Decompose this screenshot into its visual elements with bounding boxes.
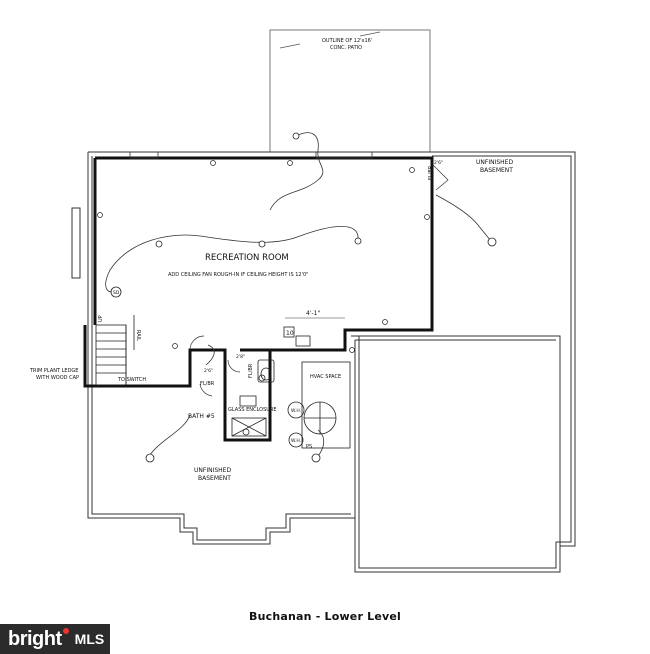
doors bbox=[189, 164, 449, 397]
recreation-room-label: RECREATION ROOM bbox=[205, 253, 289, 263]
wh-label-1: W.H. bbox=[291, 408, 301, 414]
outlet-10-box bbox=[283, 326, 295, 338]
dimension-4-1: 4'-1" bbox=[306, 310, 320, 317]
patio-note-line2: CONC. PATIO bbox=[330, 45, 362, 51]
windows bbox=[129, 151, 373, 159]
wh-label-2: W.H. bbox=[291, 438, 301, 444]
lower-right-block bbox=[351, 335, 561, 546]
rail-label: RAIL bbox=[135, 330, 141, 341]
glass-enclosure-label: GLASS ENCLOSURE bbox=[228, 407, 277, 413]
patio-note-line1: OUTLINE OF 12'x16' bbox=[322, 38, 372, 44]
unfinished-basement-top-line2: BASEMENT bbox=[480, 167, 513, 174]
unfinished-basement-bottom-line2: BASEMENT bbox=[198, 475, 231, 482]
unfinished-basement-top-line1: UNFINISHED bbox=[476, 159, 513, 166]
ac-symbol bbox=[295, 335, 311, 347]
plan-title: Buchanan - Lower Level bbox=[248, 610, 401, 623]
dim-2-6-label: 2'6" bbox=[204, 368, 213, 374]
bath-5-label: BATH #5 bbox=[188, 413, 215, 420]
hvac-space-label: HVAC SPACE bbox=[310, 374, 341, 380]
unfinished-basement-bottom-line1: UNFINISHED bbox=[194, 467, 231, 474]
dim-2-6b-label: 2'6" bbox=[434, 160, 443, 166]
recreation-room-walls bbox=[83, 156, 434, 442]
fl-br-label-2: FL/BR bbox=[428, 165, 434, 180]
bright-mls-watermark: bright MLS bbox=[0, 624, 110, 654]
bath-fixtures bbox=[231, 359, 275, 437]
wall-outlets bbox=[97, 160, 430, 353]
hvac-space bbox=[287, 361, 351, 449]
trim-ledge-line1: TRIM PLANT LEDGE bbox=[29, 368, 78, 374]
watermark-suffix: MLS bbox=[74, 631, 105, 647]
fl-br-label-3: FL/BR bbox=[248, 363, 254, 378]
to-switch-label: TO SWITCH bbox=[117, 377, 146, 383]
up-label: UP bbox=[98, 315, 104, 322]
light-fixtures bbox=[110, 132, 497, 463]
watermark-brand: bright bbox=[8, 627, 62, 650]
fl-br-label-1: FL/BR bbox=[200, 381, 215, 387]
stairs bbox=[95, 315, 135, 386]
watermark-dot-icon bbox=[62, 628, 69, 634]
dim-2-8-label: 2'8" bbox=[236, 354, 245, 360]
sd-label: SD bbox=[113, 290, 120, 296]
ps-label: PS bbox=[306, 444, 312, 450]
trim-ledge-line2: WITH WOOD CAP bbox=[36, 375, 79, 381]
box-10-label: 10 bbox=[286, 330, 294, 337]
electrical-wiring bbox=[105, 132, 493, 459]
recreation-room-note: ADD CEILING FAN ROUGH-IN IF CEILING HEIG… bbox=[168, 272, 308, 278]
